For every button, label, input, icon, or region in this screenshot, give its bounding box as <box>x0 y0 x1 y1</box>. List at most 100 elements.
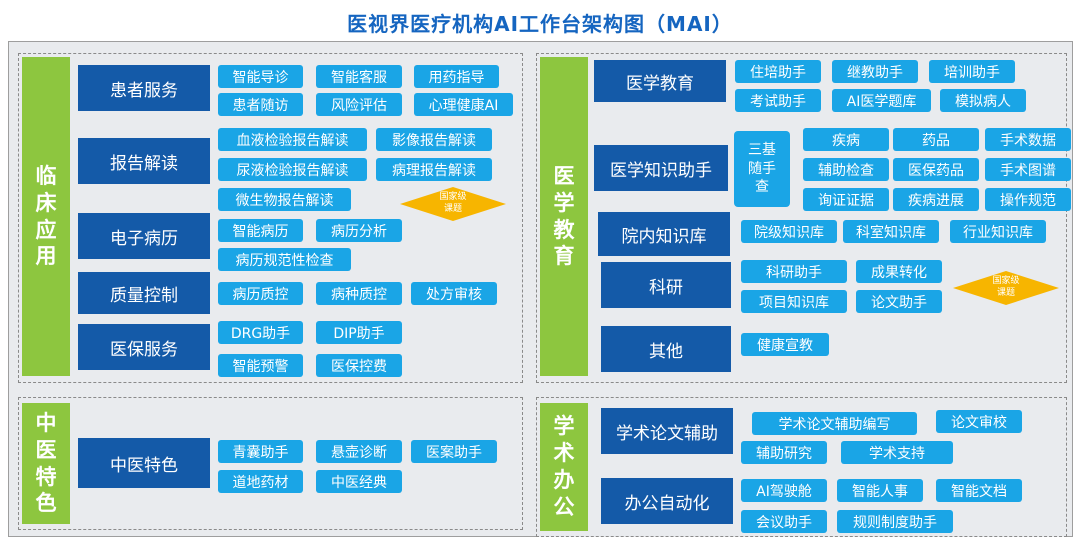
item-emr-analysis[interactable]: 病历分析 <box>316 219 402 242</box>
item-disease-qc[interactable]: 病种质控 <box>316 282 402 305</box>
item-department-kb[interactable]: 科室知识库 <box>843 220 939 243</box>
education-char: 育 <box>553 244 575 269</box>
clinical-char: 用 <box>35 244 57 269</box>
item-dip[interactable]: DIP助手 <box>316 321 402 344</box>
item-auxiliary-exam[interactable]: 辅助检查 <box>803 158 889 181</box>
item-qingnang[interactable]: 青囊助手 <box>218 440 303 463</box>
item-blood-report[interactable]: 血液检验报告解读 <box>218 128 367 151</box>
item-smart-warning[interactable]: 智能预警 <box>218 354 303 377</box>
item-continuing-edu[interactable]: 继教助手 <box>832 60 918 83</box>
item-xuanhu-diagnosis[interactable]: 悬壶诊断 <box>316 440 402 463</box>
office-category: 学 术 办 公 <box>540 403 588 531</box>
item-medication-guide[interactable]: 用药指导 <box>414 65 499 88</box>
item-ai-cockpit[interactable]: AI驾驶舱 <box>741 479 827 502</box>
sub-emr[interactable]: 电子病历 <box>78 213 210 259</box>
item-mental-health-ai[interactable]: 心理健康AI <box>414 93 513 116</box>
item-insurance-drug[interactable]: 医保药品 <box>893 158 979 181</box>
clinical-category: 临 床 应 用 <box>22 57 70 376</box>
item-patient-followup[interactable]: 患者随访 <box>218 93 303 116</box>
item-smart-service[interactable]: 智能客服 <box>316 65 402 88</box>
education-char: 教 <box>553 217 575 242</box>
item-disease[interactable]: 疾病 <box>803 128 889 151</box>
office-char: 学 <box>553 414 575 439</box>
badge-text: 课题 <box>443 204 462 214</box>
item-exam-assistant[interactable]: 考试助手 <box>735 89 821 112</box>
item-project-kb[interactable]: 项目知识库 <box>741 290 847 313</box>
item-evidence[interactable]: 询证证据 <box>803 188 889 211</box>
item-training-assistant[interactable]: 培训助手 <box>929 60 1015 83</box>
tcm-char: 医 <box>35 437 57 462</box>
item-smart-emr[interactable]: 智能病历 <box>218 219 303 242</box>
item-health-education[interactable]: 健康宣教 <box>741 333 829 356</box>
office-char: 办 <box>553 468 575 492</box>
sub-patient-service[interactable]: 患者服务 <box>78 65 210 111</box>
item-insurance-cost-control[interactable]: 医保控费 <box>316 354 402 377</box>
clinical-char: 临 <box>35 163 57 188</box>
item-smart-hr[interactable]: 智能人事 <box>837 479 923 502</box>
sub-research[interactable]: 科研 <box>601 262 731 308</box>
sub-academic-paper[interactable]: 学术论文辅助 <box>601 408 733 454</box>
item-risk-assessment[interactable]: 风险评估 <box>316 93 402 116</box>
item-industry-kb[interactable]: 行业知识库 <box>950 220 1046 243</box>
page-title: 医视界医疗机构AI工作台架构图（MAI） <box>347 12 733 36</box>
item-ai-question-bank[interactable]: AI医学题库 <box>832 89 931 112</box>
item-assisted-research[interactable]: 辅助研究 <box>741 441 827 464</box>
sub-knowledge-assistant[interactable]: 医学知识助手 <box>594 145 728 191</box>
item-simulated-patient[interactable]: 模拟病人 <box>940 89 1026 112</box>
tcm-char: 色 <box>35 491 57 516</box>
sanji-text: 随手 <box>748 160 776 177</box>
office-char: 公 <box>553 494 575 519</box>
item-drg[interactable]: DRG助手 <box>218 321 303 344</box>
item-microbiology-report[interactable]: 微生物报告解读 <box>218 188 351 211</box>
item-urine-report[interactable]: 尿液检验报告解读 <box>218 158 367 181</box>
item-prescription-review[interactable]: 处方审核 <box>411 282 497 305</box>
item-smart-document[interactable]: 智能文档 <box>936 479 1022 502</box>
clinical-char: 应 <box>35 217 57 242</box>
badge-text: 课题 <box>996 288 1015 298</box>
item-imaging-report[interactable]: 影像报告解读 <box>376 128 492 151</box>
item-hospital-kb[interactable]: 院级知识库 <box>741 220 837 243</box>
sub-quality-control[interactable]: 质量控制 <box>78 272 210 314</box>
item-residency-training[interactable]: 住培助手 <box>735 60 821 83</box>
tcm-char: 特 <box>35 464 57 489</box>
sub-office-automation[interactable]: 办公自动化 <box>601 478 733 524</box>
item-paper-assistant[interactable]: 论文助手 <box>856 290 942 313</box>
item-tcm-classics[interactable]: 中医经典 <box>316 470 402 493</box>
education-char: 学 <box>553 190 575 215</box>
item-paper-review[interactable]: 论文审校 <box>936 410 1022 433</box>
sanji-text: 三基 <box>748 141 776 158</box>
sub-insurance[interactable]: 医保服务 <box>78 324 210 370</box>
sub-med-edu[interactable]: 医学教育 <box>594 60 726 102</box>
badge-text: 国家级 <box>439 192 467 203</box>
sub-report[interactable]: 报告解读 <box>78 138 210 184</box>
item-surgery-data[interactable]: 手术数据 <box>985 128 1071 151</box>
item-research-assistant[interactable]: 科研助手 <box>741 260 847 283</box>
item-paper-writing[interactable]: 学术论文辅助编写 <box>752 412 917 435</box>
education-char: 医 <box>553 163 575 188</box>
item-smart-triage[interactable]: 智能导诊 <box>218 65 303 88</box>
item-surgery-atlas[interactable]: 手术图谱 <box>985 158 1071 181</box>
item-sanji-quick-lookup[interactable]: 三基 随手 查 <box>734 131 790 207</box>
sub-other[interactable]: 其他 <box>601 326 731 372</box>
office-char: 术 <box>553 441 575 466</box>
item-drug[interactable]: 药品 <box>893 128 979 151</box>
item-academic-support[interactable]: 学术支持 <box>841 441 953 464</box>
sub-tcm-feature[interactable]: 中医特色 <box>78 438 210 488</box>
item-achievement-transfer[interactable]: 成果转化 <box>856 260 942 283</box>
item-meeting-assistant[interactable]: 会议助手 <box>741 510 827 533</box>
badge-text: 国家级 <box>992 276 1020 287</box>
item-authentic-herbs[interactable]: 道地药材 <box>218 470 303 493</box>
tcm-char: 中 <box>35 410 57 435</box>
item-disease-progress[interactable]: 疾病进展 <box>893 188 979 211</box>
item-emr-standard-check[interactable]: 病历规范性检查 <box>218 248 351 271</box>
item-emr-qc[interactable]: 病历质控 <box>218 282 303 305</box>
sub-internal-kb[interactable]: 院内知识库 <box>598 212 730 256</box>
item-rules-assistant[interactable]: 规则制度助手 <box>837 510 953 533</box>
sanji-text: 查 <box>755 179 769 196</box>
item-pathology-report[interactable]: 病理报告解读 <box>376 158 492 181</box>
item-operation-standard[interactable]: 操作规范 <box>985 188 1071 211</box>
tcm-category: 中 医 特 色 <box>22 403 70 524</box>
item-case-assistant[interactable]: 医案助手 <box>411 440 497 463</box>
education-category: 医 学 教 育 <box>540 57 588 376</box>
clinical-char: 床 <box>35 190 57 215</box>
